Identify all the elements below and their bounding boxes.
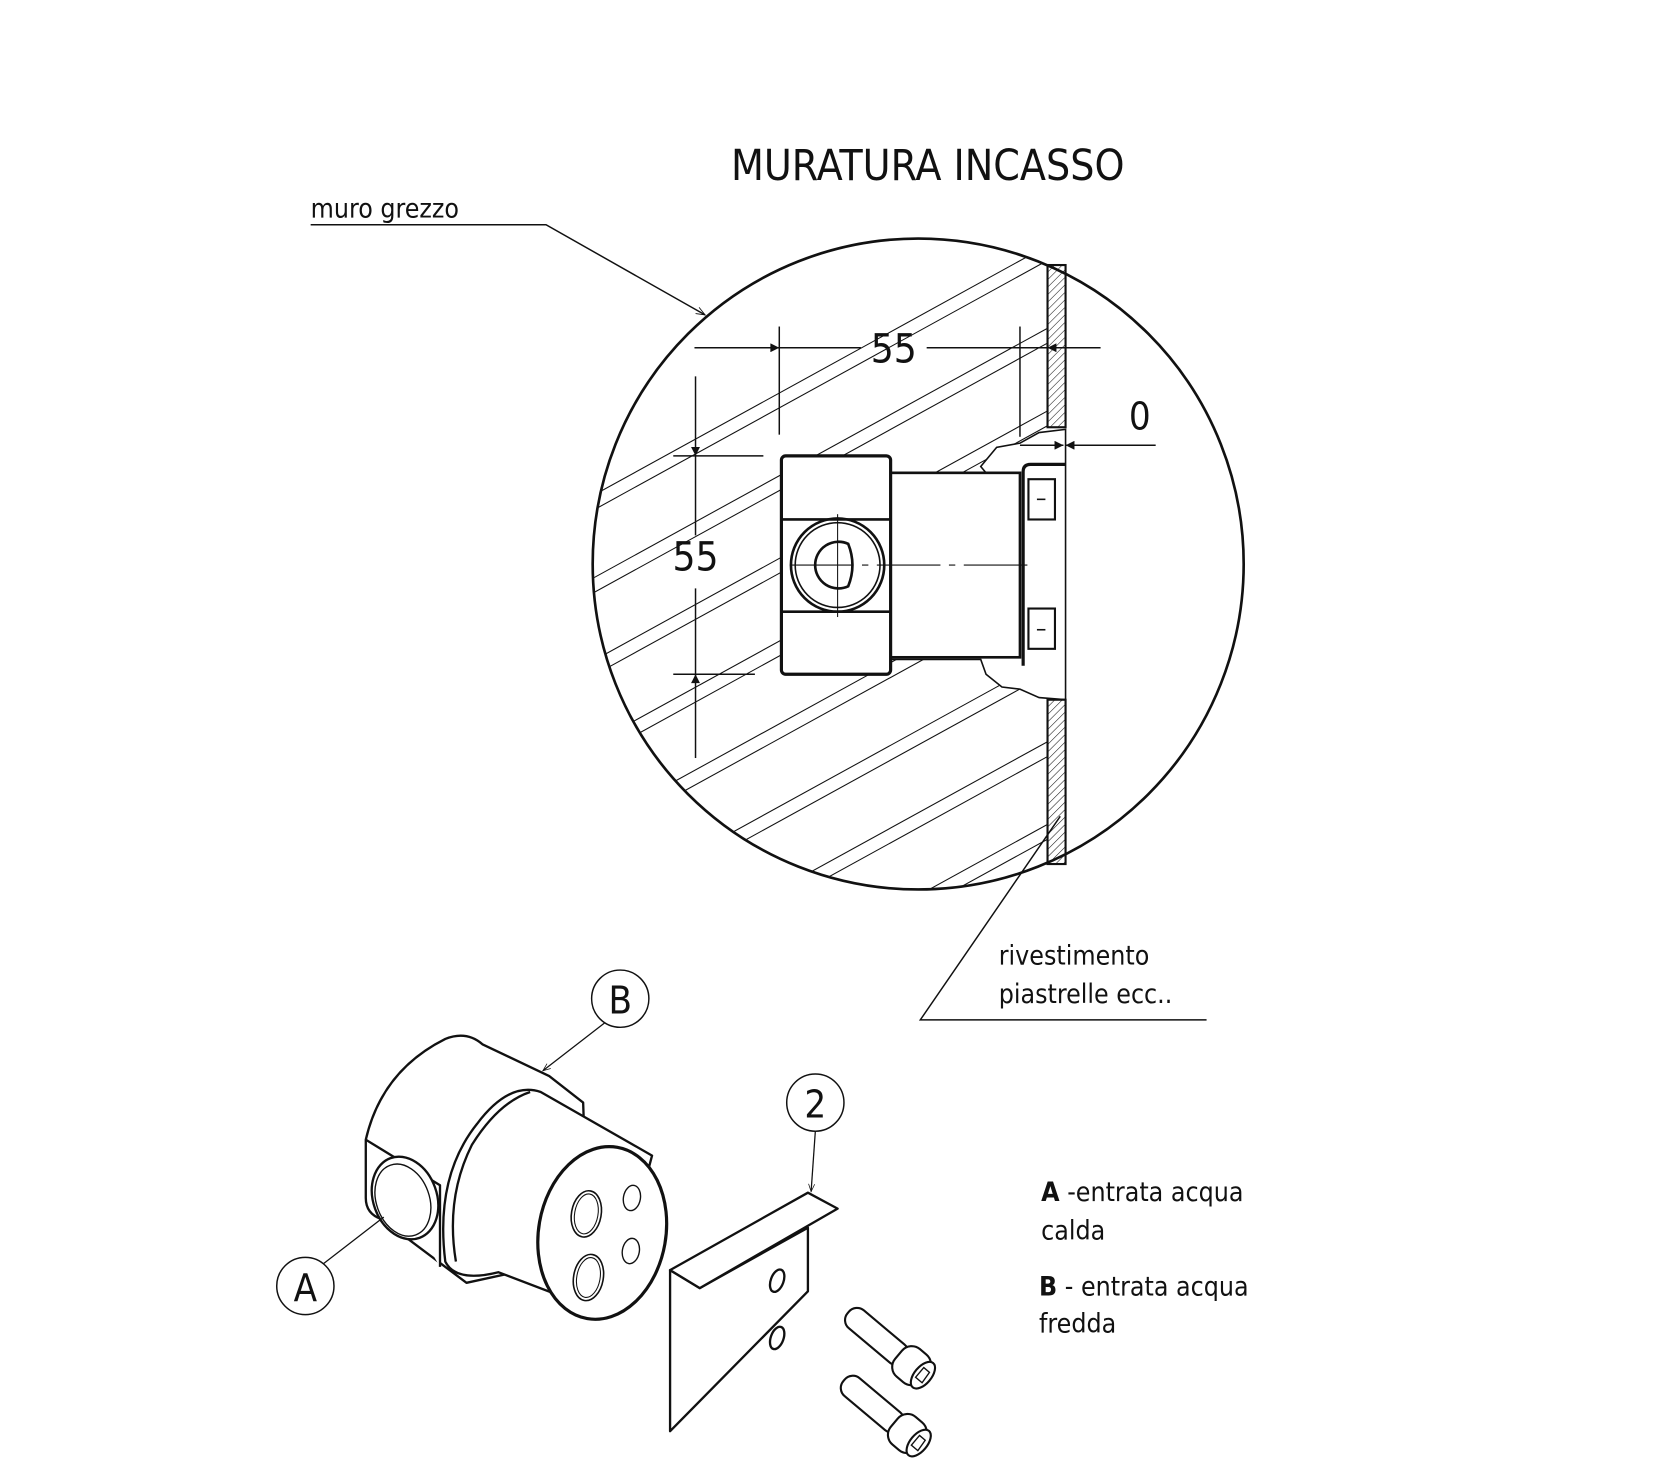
vertical-dimension-value: 55 (672, 534, 718, 580)
legend: A -entrata acqua calda B - entrata acqua… (1039, 1177, 1249, 1339)
mounting-plate (668, 1191, 839, 1433)
tile-strip-bottom (1046, 698, 1067, 866)
hatch-line (593, 675, 1048, 889)
hatch-line (593, 239, 1048, 546)
gap-dimension: 0 (1019, 394, 1156, 450)
screw-lower (839, 1374, 932, 1458)
valve-body-section (779, 454, 1066, 676)
legend-item-a-line2: calda (1041, 1215, 1105, 1246)
drawing-title: MURATURA INCASSO (731, 141, 1125, 190)
rough-wall-leader (310, 224, 707, 316)
covering-leader (918, 815, 1207, 1021)
valve-body-isometric (364, 1034, 669, 1321)
covering-label-line2: piastrelle ecc.. (999, 979, 1173, 1010)
hatch-line (593, 690, 1048, 889)
callout-b: B (542, 969, 650, 1072)
legend-item-b-line2: fredda (1039, 1309, 1116, 1340)
svg-text:2: 2 (804, 1082, 826, 1126)
callout-2: 2 (785, 1073, 845, 1193)
detail-circle (591, 237, 1246, 891)
horizontal-dimension: 55 (694, 326, 1101, 437)
legend-item-b: B - entrata acqua (1039, 1272, 1249, 1303)
svg-text:A: A (294, 1266, 318, 1310)
legend-item-a: A -entrata acqua (1041, 1177, 1243, 1208)
tile-strip-top (1046, 263, 1067, 429)
hatch-line (593, 277, 1048, 629)
covering-label-line1: rivestimento (999, 941, 1150, 972)
callout-a: A (275, 1216, 385, 1316)
hatch-line (593, 262, 1048, 614)
screw-upper (843, 1306, 937, 1390)
gap-dimension-value: 0 (1129, 394, 1151, 438)
rough-wall-label: muro grezzo (311, 193, 459, 224)
horizontal-dimension-value: 55 (871, 327, 917, 373)
vertical-dimension: 55 (672, 376, 764, 759)
hatch-line (593, 608, 1048, 889)
hatch-line (593, 758, 1048, 889)
hatch-line (593, 239, 1048, 531)
svg-text:B: B (608, 979, 632, 1023)
